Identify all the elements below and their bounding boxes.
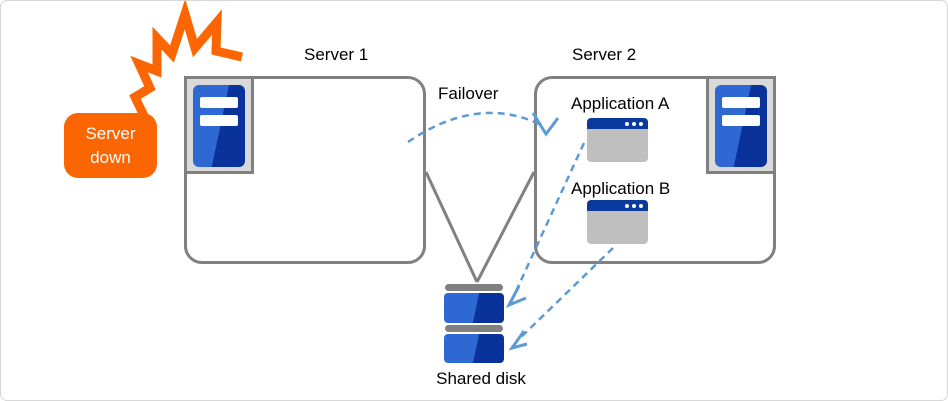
application-b-icon — [587, 200, 648, 244]
window-dot — [639, 203, 643, 208]
failover-label: Failover — [438, 84, 499, 103]
server1-disk-connector — [424, 171, 479, 283]
server2-disk-connector — [475, 171, 536, 283]
window-titlebar — [587, 118, 648, 129]
shared-disk-label: Shared disk — [436, 369, 526, 388]
window-titlebar — [587, 200, 648, 211]
application-a-arrowhead — [505, 285, 527, 308]
server-tower-icon — [715, 85, 767, 167]
disk-platter — [444, 334, 504, 363]
failover-arrowhead — [531, 112, 560, 137]
server1-title: Server 1 — [304, 45, 369, 64]
window-dot — [639, 121, 643, 126]
explosion-burst-icon — [129, 1, 244, 120]
window-body — [587, 129, 648, 162]
window-body — [587, 211, 648, 244]
window-dot — [625, 121, 629, 126]
application-a-disk-arrow — [510, 142, 586, 301]
window-dot — [625, 203, 629, 208]
shared-disk-icon — [444, 284, 504, 363]
application-b-label: Application B — [571, 179, 671, 198]
application-b-arrowhead — [508, 330, 528, 351]
server-slot — [722, 115, 760, 126]
window-dot — [632, 203, 636, 208]
application-a-label: Application A — [571, 94, 670, 113]
disk-cap — [445, 325, 503, 332]
disk-platter — [444, 293, 504, 323]
server1-icon — [184, 76, 254, 174]
server-slot — [722, 97, 760, 108]
server-slot — [200, 97, 238, 108]
application-a-icon — [587, 118, 648, 162]
window-dot — [632, 121, 636, 126]
application-b-disk-arrow — [515, 247, 614, 343]
server-slot — [200, 115, 238, 126]
server2-icon — [706, 76, 776, 174]
disk-cap — [445, 284, 503, 291]
failover-arrow — [407, 111, 540, 144]
server-down-callout: Server down — [64, 113, 157, 178]
server2-title: Server 2 — [572, 45, 637, 64]
server-tower-icon — [193, 85, 245, 167]
